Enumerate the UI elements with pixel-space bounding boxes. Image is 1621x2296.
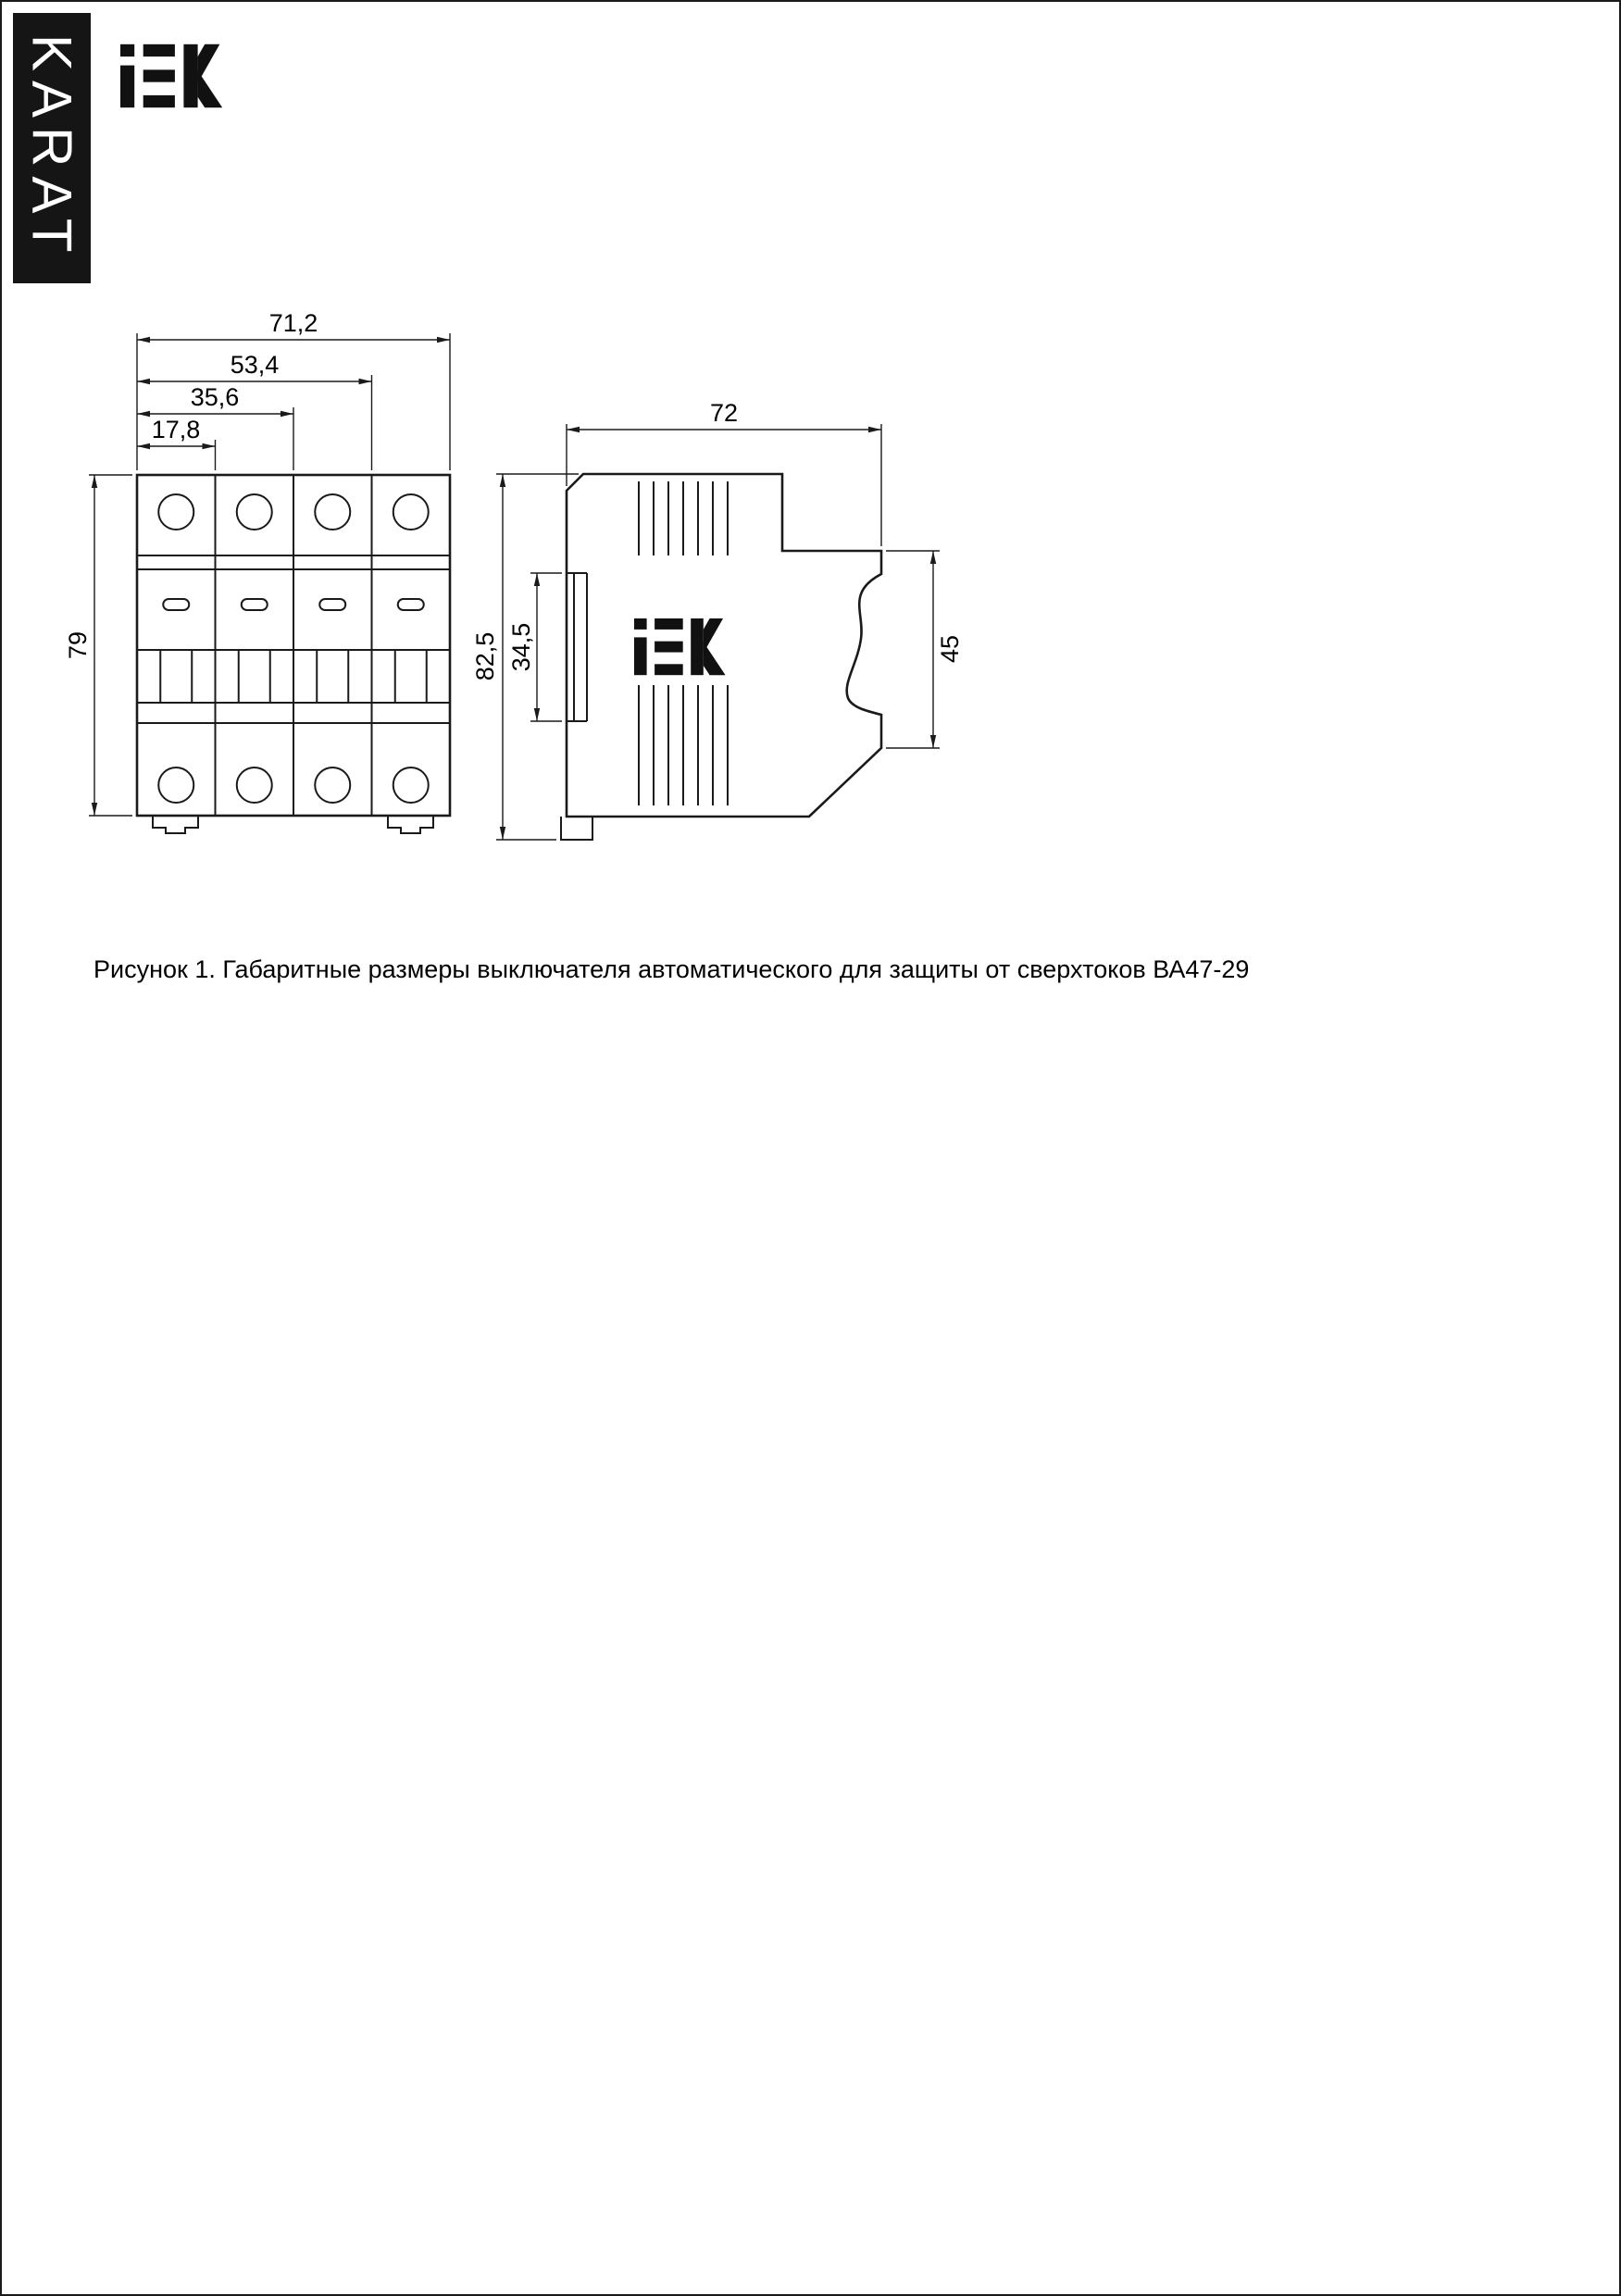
vent-slots-bottom — [638, 685, 729, 805]
dim-label-53-4: 53,4 — [231, 351, 280, 379]
module-dividers — [214, 475, 373, 816]
dimension-drawing: 17,8 35,6 53,4 71,2 79 — [64, 309, 964, 841]
side-view: 72 82,5 34,5 45 — [471, 399, 964, 841]
dim-label-35-6: 35,6 — [191, 383, 240, 411]
dim-label-45: 45 — [936, 635, 964, 663]
front-view: 17,8 35,6 53,4 71,2 79 — [64, 309, 452, 834]
karat-brand-text: KARAT — [20, 34, 83, 262]
iek-logo-svg — [120, 44, 223, 108]
iek-logo — [120, 44, 226, 108]
top-terminal-screws — [157, 493, 430, 530]
iek-logo-shape — [120, 44, 223, 108]
front-extension-lines — [89, 333, 451, 817]
din-latch — [560, 817, 593, 841]
bottom-terminal-screws — [157, 767, 430, 804]
din-clip-left — [152, 816, 199, 834]
dim-label-17-8: 17,8 — [152, 416, 201, 443]
front-horizontal-lines — [137, 555, 450, 724]
dim-label-82-5: 82,5 — [471, 632, 499, 681]
vent-slots-top — [638, 481, 729, 555]
dim-label-72: 72 — [710, 399, 738, 427]
marking-slots — [162, 598, 425, 611]
din-rail-groove — [567, 572, 588, 722]
side-body — [565, 472, 883, 818]
dim-label-79: 79 — [64, 631, 92, 659]
figure-caption: Рисунок 1. Габаритные размеры выключател… — [94, 955, 1250, 983]
dim-label-34-5: 34,5 — [507, 623, 535, 672]
din-clip-right — [387, 816, 434, 834]
toggle-handles — [159, 649, 428, 704]
dim-label-71-2: 71,2 — [269, 309, 318, 337]
karat-banner: KARAT — [13, 13, 91, 283]
side-extension-lines — [496, 424, 940, 841]
